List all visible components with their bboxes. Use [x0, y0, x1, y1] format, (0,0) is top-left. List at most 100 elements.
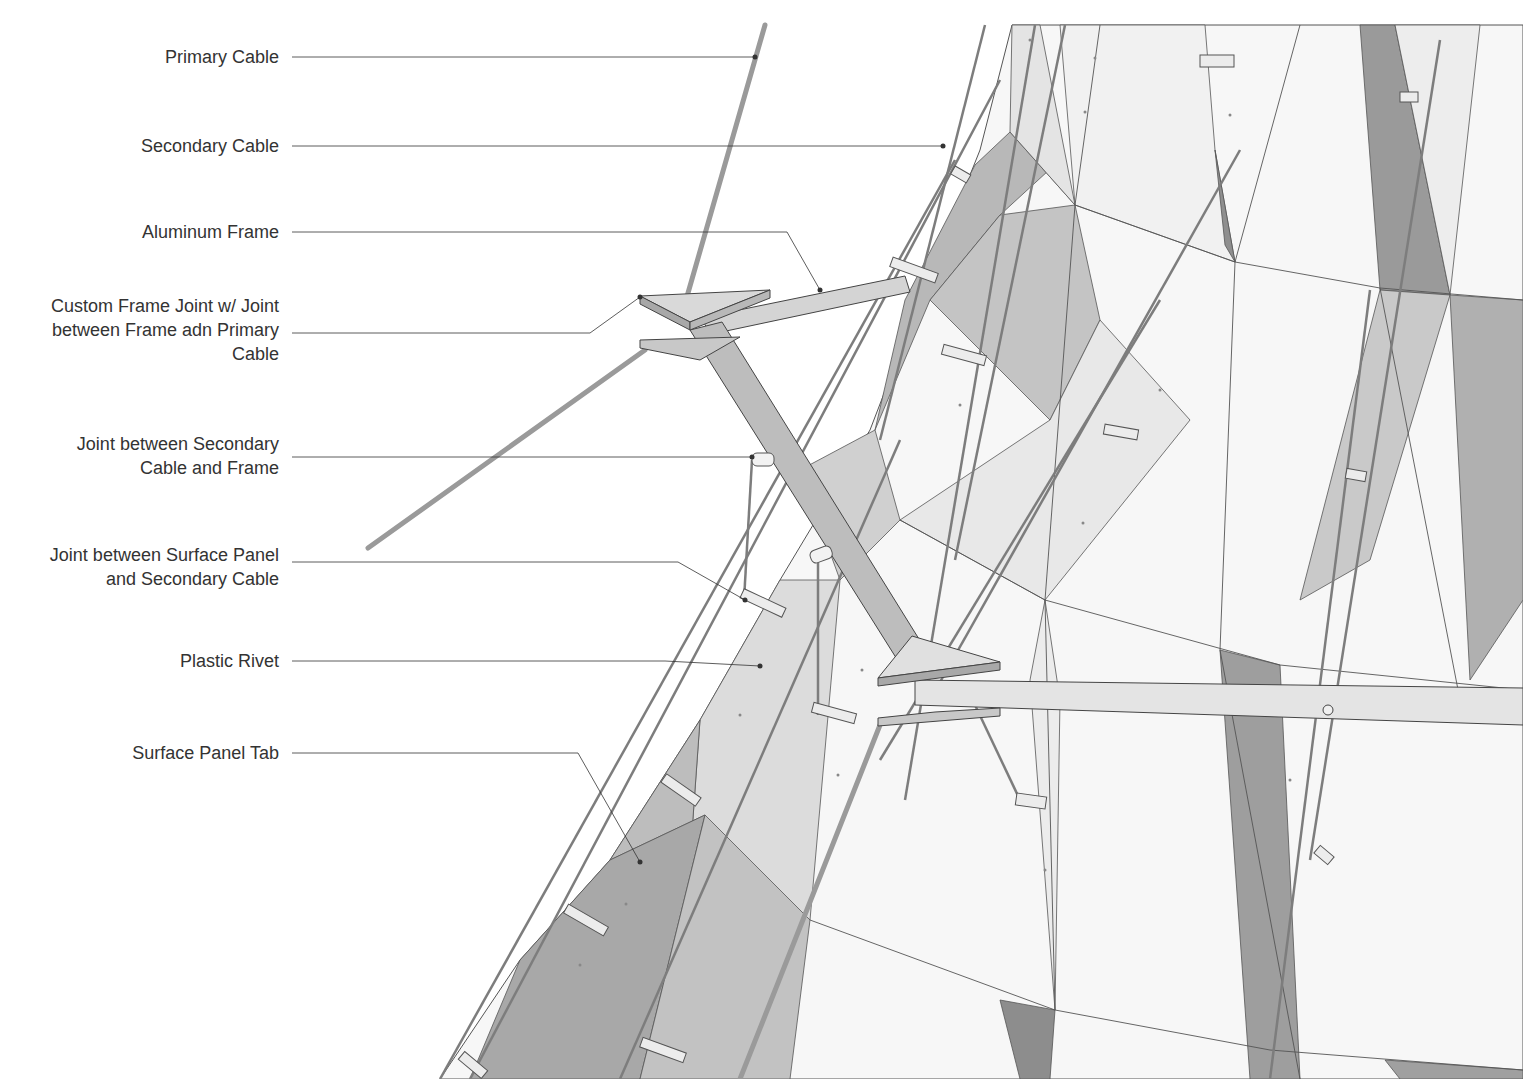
primary-cable	[740, 725, 880, 1079]
surface-panel-tab	[1200, 55, 1234, 67]
leader-dot	[638, 860, 643, 865]
surface-panel-tab	[811, 702, 856, 723]
surface-facet	[1385, 1060, 1523, 1079]
plastic-rivet	[1082, 522, 1085, 525]
secondary-cable	[955, 25, 1065, 560]
panel-seam	[1075, 25, 1100, 205]
panel-seam	[810, 920, 1523, 1070]
primary-cable	[368, 25, 880, 1079]
surface-facet	[1060, 25, 1235, 262]
leader-dot	[743, 598, 748, 603]
leader-line	[292, 232, 820, 290]
plastic-rivet	[739, 714, 742, 717]
surface-facet	[640, 815, 810, 1079]
leader-dot	[818, 288, 823, 293]
aluminum-frame	[690, 322, 932, 672]
secondary-cable	[975, 705, 1020, 800]
callout-label: Secondary Cable	[79, 134, 279, 158]
primary-cable	[368, 350, 645, 548]
secondary-cable	[440, 160, 955, 1079]
tower-surface	[440, 25, 1523, 1079]
leader-dot	[638, 55, 946, 865]
leader-line	[292, 297, 640, 333]
surface-facet	[900, 320, 1190, 600]
aluminum-frame	[640, 337, 740, 360]
surface-panel-tab	[458, 55, 1418, 1078]
cable-joint	[752, 453, 834, 564]
aluminum-frame	[690, 290, 770, 330]
callout-label: Primary Cable	[79, 45, 279, 69]
surface-panel-tab	[640, 1037, 687, 1062]
surface-panel-tab	[1314, 845, 1334, 864]
callout-label: Joint between Surface Panel and Secondar…	[15, 543, 279, 591]
plastic-rivet	[579, 39, 1292, 967]
surface-panel-tab	[951, 166, 971, 183]
leader-line	[292, 146, 943, 147]
surface-facet	[1215, 150, 1235, 262]
leader-dot	[941, 144, 946, 149]
secondary-cable	[880, 25, 985, 440]
cable-joint	[752, 453, 774, 466]
plastic-rivet	[861, 669, 864, 672]
leader-line	[292, 661, 760, 666]
plastic-rivet	[837, 774, 840, 777]
plastic-rivet	[1289, 779, 1292, 782]
surface-facet	[1450, 295, 1523, 680]
plastic-rivet	[579, 964, 582, 967]
surface-facet	[1000, 1000, 1055, 1079]
aluminum-frame	[878, 708, 1000, 726]
plastic-rivet	[1094, 57, 1097, 60]
surface-facet	[470, 25, 1523, 1079]
primary-cable	[686, 25, 765, 300]
panel-seam	[810, 25, 1523, 1079]
callout-label: Aluminum Frame	[79, 220, 279, 244]
leader-dot	[750, 455, 755, 460]
leader-dot	[638, 295, 643, 300]
callout-label: Surface Panel Tab	[79, 741, 279, 765]
leader-dot	[758, 664, 763, 669]
surface-panel-tab	[1400, 92, 1418, 102]
aluminum-frame	[640, 276, 1523, 726]
secondary-cable	[440, 25, 1440, 1079]
surface-panel-tab	[1015, 793, 1046, 809]
surface-facet	[1395, 25, 1480, 295]
plastic-rivet	[1229, 114, 1232, 117]
surface-panel-tab	[1103, 424, 1138, 440]
secondary-cable	[620, 440, 900, 1079]
leader-line	[292, 57, 943, 862]
plastic-rivet	[1084, 111, 1087, 114]
plastic-rivet	[1044, 869, 1047, 872]
secondary-cable	[817, 560, 820, 715]
panel-seam	[1235, 25, 1300, 262]
callout-label: Joint between Secondary Cable and Frame	[43, 432, 279, 480]
aluminum-frame	[640, 296, 690, 330]
surface-panel-tab	[661, 774, 701, 806]
callout-label: Custom Frame Joint w/ Joint between Fram…	[49, 294, 279, 366]
aluminum-frame	[1323, 705, 1333, 715]
surface-panel-tab	[740, 589, 786, 618]
surface-panel-tab	[890, 257, 939, 283]
secondary-cable	[1310, 40, 1440, 860]
plastic-rivet	[625, 903, 628, 906]
cable-joint	[809, 545, 834, 565]
panel-seam	[1220, 262, 1300, 1079]
leader-line	[292, 57, 755, 58]
leader-line	[292, 562, 745, 600]
leader-line	[292, 753, 640, 862]
secondary-cable	[744, 460, 752, 600]
callout-label: Plastic Rivet	[79, 649, 279, 673]
surface-panel-tab	[941, 344, 986, 365]
panel-seam	[1075, 205, 1523, 300]
plastic-rivet	[1029, 39, 1032, 42]
secondary-cable	[470, 80, 1000, 1079]
aluminum-frame	[878, 662, 1000, 686]
aluminum-frame	[915, 680, 1523, 725]
tower-surface	[440, 25, 1523, 1079]
leader-dot	[753, 55, 758, 60]
surface-panel-tab	[564, 904, 609, 936]
surface-panel-tab	[458, 1052, 487, 1079]
leader-line	[292, 457, 752, 458]
plastic-rivet	[1159, 389, 1162, 392]
